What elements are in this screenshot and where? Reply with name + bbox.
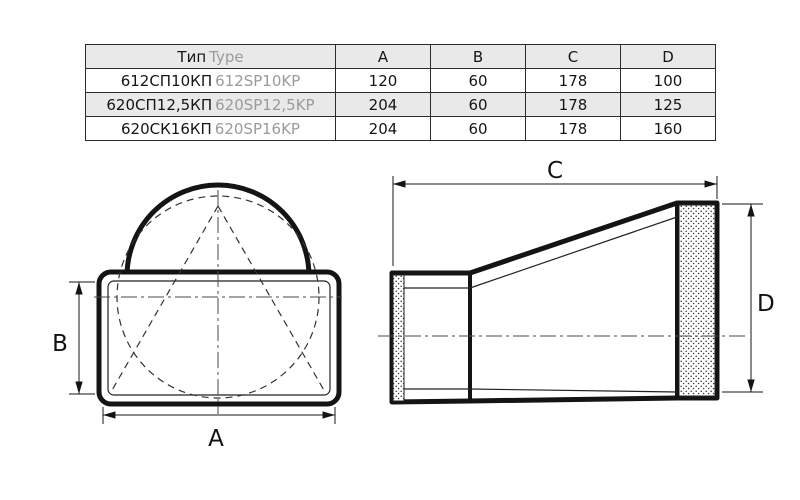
value-b: 60 [430, 116, 526, 141]
dimension-b: B [52, 281, 95, 395]
type-name-ru: 620СП12,5КП [106, 95, 213, 114]
body-outline [389, 200, 720, 405]
dimension-a: A [102, 407, 336, 452]
dimension-d: D [722, 203, 775, 393]
value-b: 60 [430, 68, 526, 93]
type-name-ru: 612СП10КП [120, 71, 213, 90]
type-name-en: 620SP12,5KP [215, 95, 315, 114]
value-d: 160 [620, 116, 716, 141]
cone-inner-top [469, 216, 678, 289]
dim-label-a: A [208, 426, 224, 452]
value-a: 204 [335, 116, 431, 141]
type-name-en: 620SP16KP [214, 119, 300, 138]
type-name-ru: 620СК16КП [121, 119, 212, 138]
dim-label-b: B [52, 331, 68, 357]
flange-outline [96, 269, 342, 407]
value-c: 178 [525, 68, 621, 93]
value-c: 178 [525, 116, 621, 141]
front-view: B A [52, 182, 342, 452]
stipple-band-right [678, 204, 716, 397]
dim-label-c: C [547, 158, 563, 184]
cone-inner-bottom [469, 388, 678, 393]
dim-label-d: D [757, 291, 775, 317]
stipple-band-left [392, 274, 405, 402]
value-b: 60 [430, 92, 526, 117]
side-view: C D [378, 158, 775, 405]
column-header-d: D [620, 44, 716, 69]
type-name-en: 612SP10KP [215, 71, 301, 90]
flange-inner-edge [107, 280, 331, 396]
value-d: 100 [620, 68, 716, 93]
type-header-en: Type [209, 47, 244, 66]
dimension-c: C [392, 158, 718, 266]
column-header-c: C [525, 44, 621, 69]
type-header-ru: Тип [177, 47, 207, 66]
